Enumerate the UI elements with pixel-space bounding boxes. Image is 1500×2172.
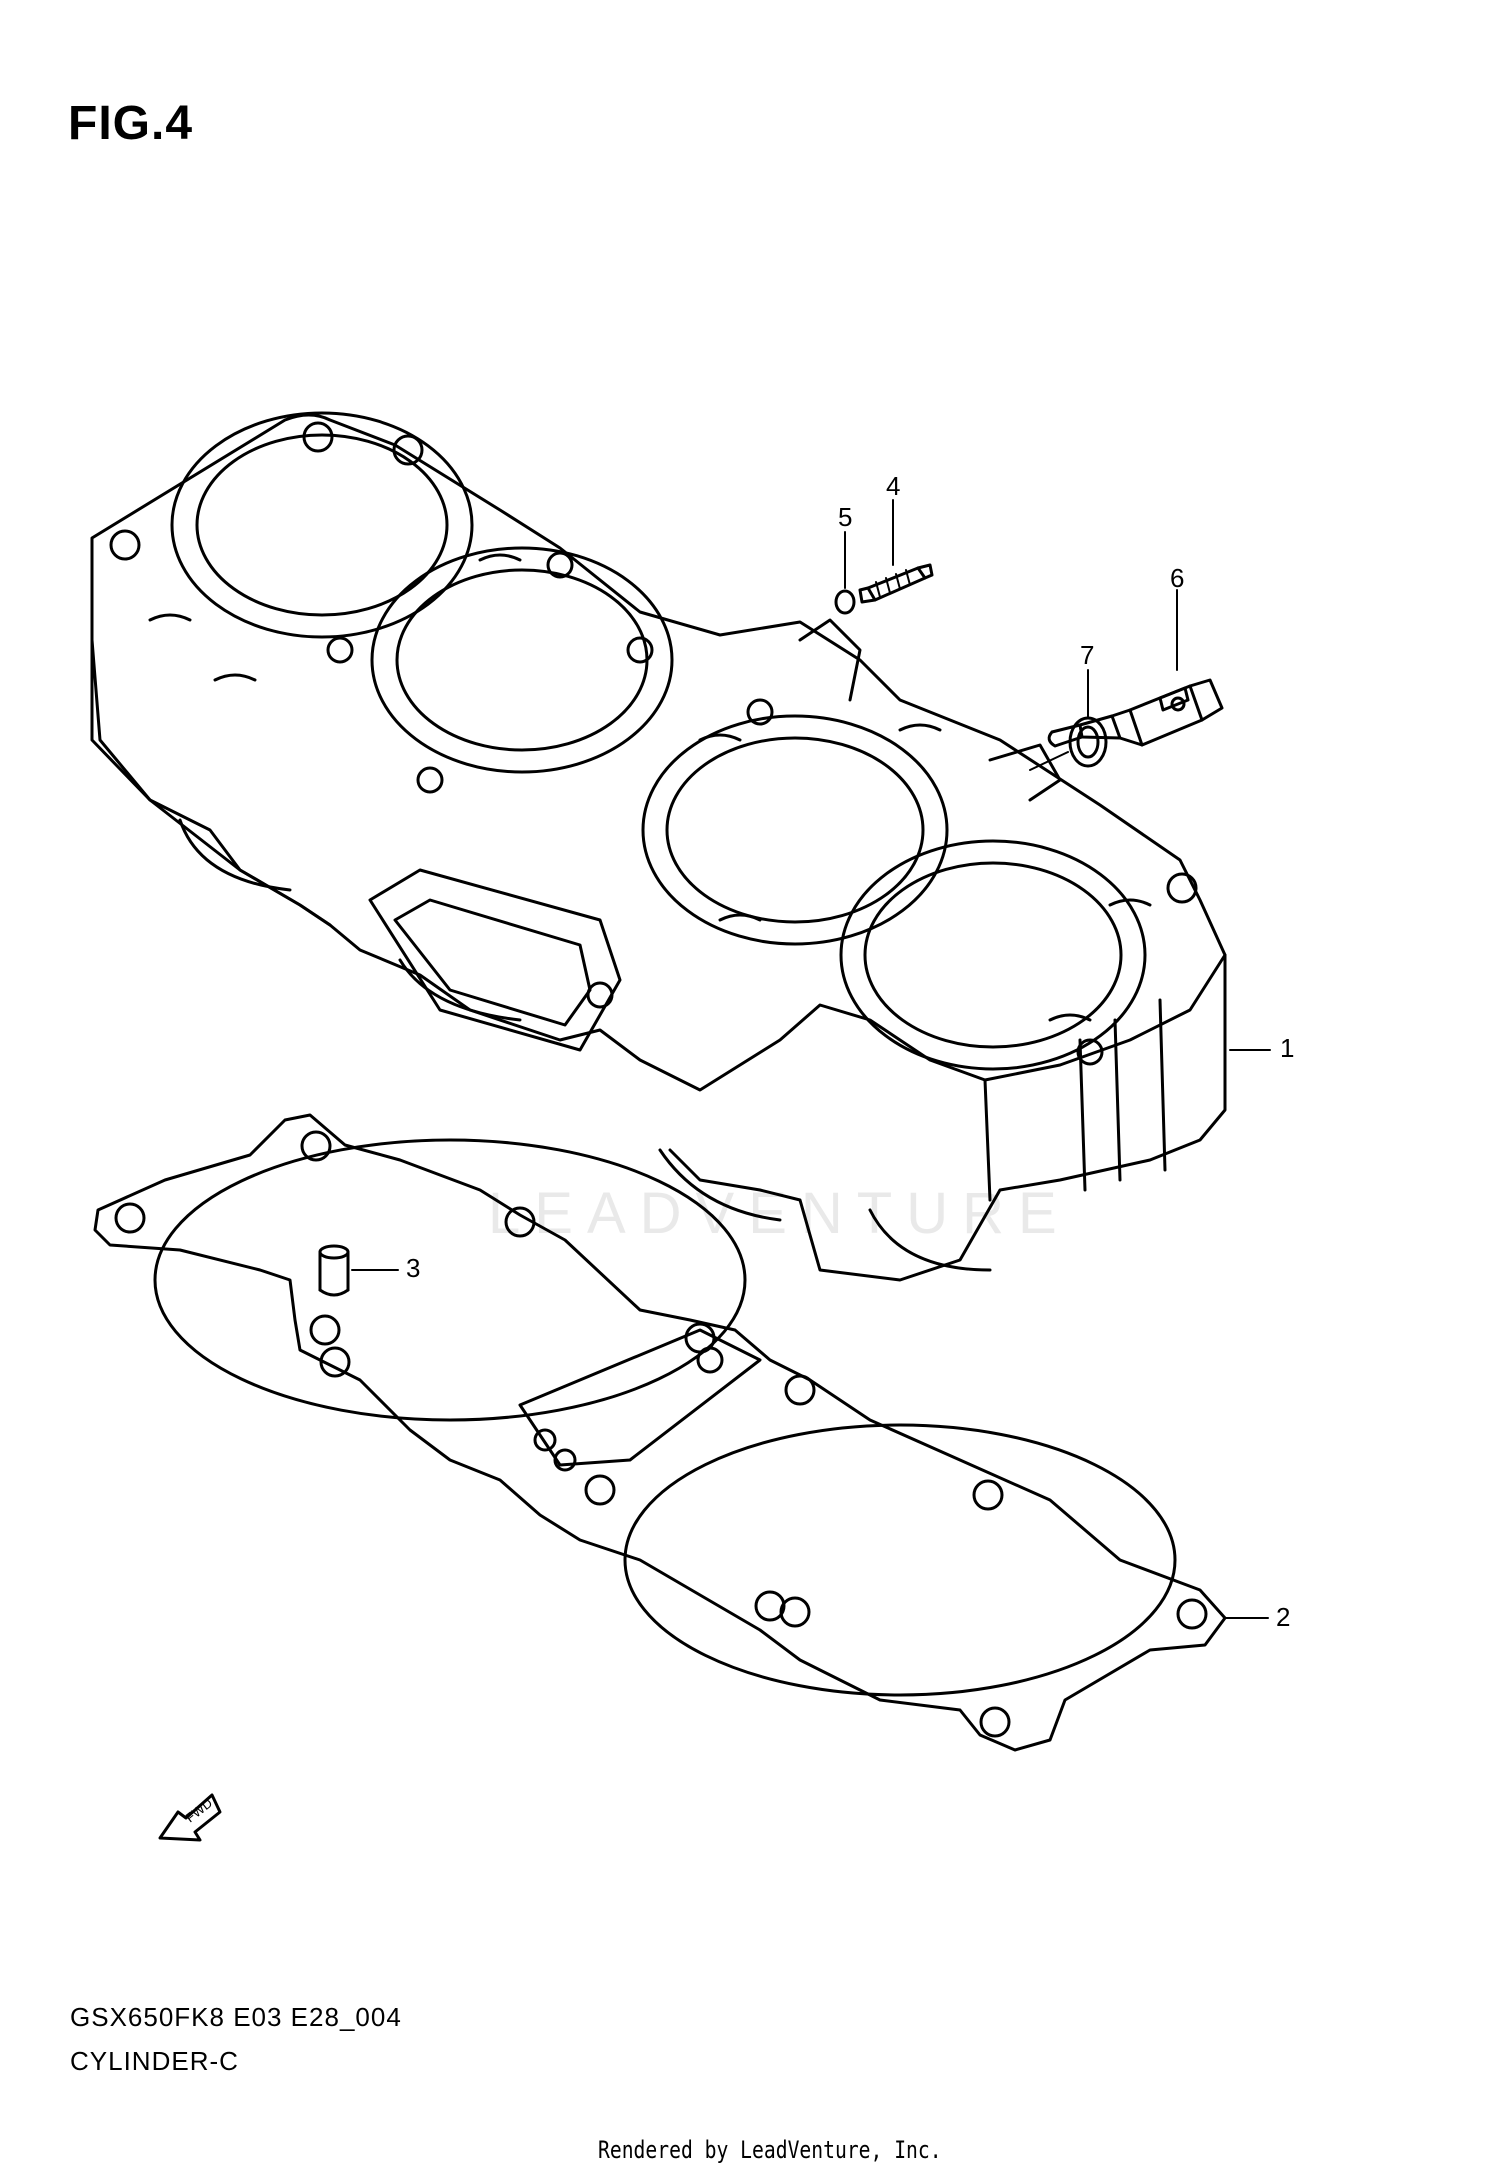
callout-6: 6 — [1170, 563, 1185, 593]
callout-4: 4 — [886, 471, 901, 501]
rendered-by-credit: Rendered by LeadVenture, Inc. — [598, 2136, 942, 2164]
model-code: GSX650FK8 E03 E28_004 — [70, 2002, 402, 2032]
cylinder-base-gasket[interactable] — [93, 1113, 1269, 1752]
part-name: CYLINDER-C — [70, 2046, 239, 2076]
forward-arrow-icon: FWD — [158, 1793, 222, 1842]
callout-1: 1 — [1280, 1033, 1295, 1063]
figure-title: FIG.4 — [68, 97, 194, 150]
washer[interactable] — [1029, 669, 1108, 771]
dowel-pin[interactable] — [318, 1244, 399, 1297]
callout-5: 5 — [838, 502, 853, 532]
cylinder-block[interactable] — [90, 411, 1271, 1282]
temperature-sensor[interactable] — [1047, 589, 1224, 748]
stud-bolt[interactable] — [858, 499, 934, 604]
o-ring[interactable] — [834, 531, 856, 615]
callout-7: 7 — [1080, 640, 1095, 670]
callout-3: 3 — [406, 1253, 421, 1283]
callout-2: 2 — [1276, 1602, 1291, 1632]
